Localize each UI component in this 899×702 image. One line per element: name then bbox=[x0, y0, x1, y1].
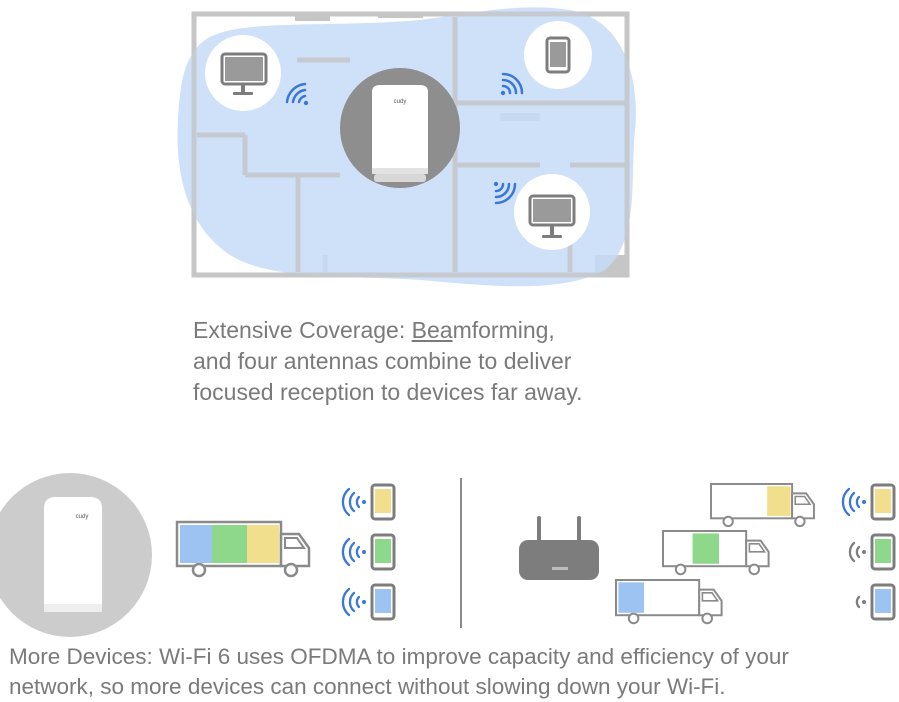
coverage-caption: Extensive Coverage: Beamforming, and fou… bbox=[193, 315, 753, 408]
devices-caption-line-2: network, so more devices can connect wit… bbox=[9, 673, 726, 699]
phone-icon bbox=[370, 533, 396, 571]
phone-list-right bbox=[841, 483, 896, 621]
wifi-signal-icon bbox=[285, 82, 309, 106]
wifi-signal-icon bbox=[841, 487, 866, 609]
phone-icon bbox=[870, 483, 896, 521]
phone-device-top-right bbox=[524, 21, 592, 89]
monitor-icon bbox=[220, 52, 268, 95]
monitor-device-top-left bbox=[205, 35, 281, 111]
phone-icon bbox=[870, 533, 896, 571]
monitor-icon bbox=[528, 194, 576, 238]
router-icon: cudy bbox=[372, 85, 428, 182]
devices-caption: More Devices: Wi-Fi 6 uses OFDMA to impr… bbox=[9, 642, 899, 702]
router-icon bbox=[519, 516, 599, 580]
truck-icon bbox=[614, 578, 723, 625]
coverage-caption-suffix: mforming, bbox=[452, 317, 555, 343]
coverage-caption-line-1: Extensive Coverage: Beamforming, bbox=[193, 315, 753, 346]
phone-icon bbox=[870, 583, 896, 621]
truck-icon bbox=[710, 483, 815, 528]
floor-plan-overlay bbox=[191, 11, 630, 278]
phone-icon bbox=[545, 36, 571, 74]
monitor-device-bottom-right bbox=[514, 174, 590, 250]
coverage-caption-prefix: Extensive Coverage: bbox=[193, 317, 412, 343]
truck-icon bbox=[661, 529, 770, 576]
phone-icon bbox=[370, 583, 396, 621]
router-brand-label: cudy bbox=[76, 514, 89, 520]
coverage-caption-line-3: focused reception to devices far away. bbox=[193, 379, 583, 406]
wifi-signal-icon bbox=[341, 487, 366, 617]
devices-caption-line-1: More Devices: Wi-Fi 6 uses OFDMA to impr… bbox=[9, 644, 789, 669]
router-ofdma: cudy bbox=[0, 473, 152, 637]
coverage-caption-underlined: Bea bbox=[411, 317, 453, 343]
truck-icon bbox=[175, 520, 311, 578]
coverage-caption-line-2: and four antennas combine to deliver bbox=[193, 348, 572, 375]
wifi-signal-icon bbox=[493, 181, 517, 205]
phone-icon bbox=[370, 483, 396, 521]
phone-list-left bbox=[341, 483, 396, 621]
router-central: cudy bbox=[340, 68, 460, 188]
wifi-signal-icon bbox=[500, 72, 524, 96]
router-brand-label: cudy bbox=[394, 99, 407, 105]
router-icon: cudy bbox=[44, 497, 102, 612]
